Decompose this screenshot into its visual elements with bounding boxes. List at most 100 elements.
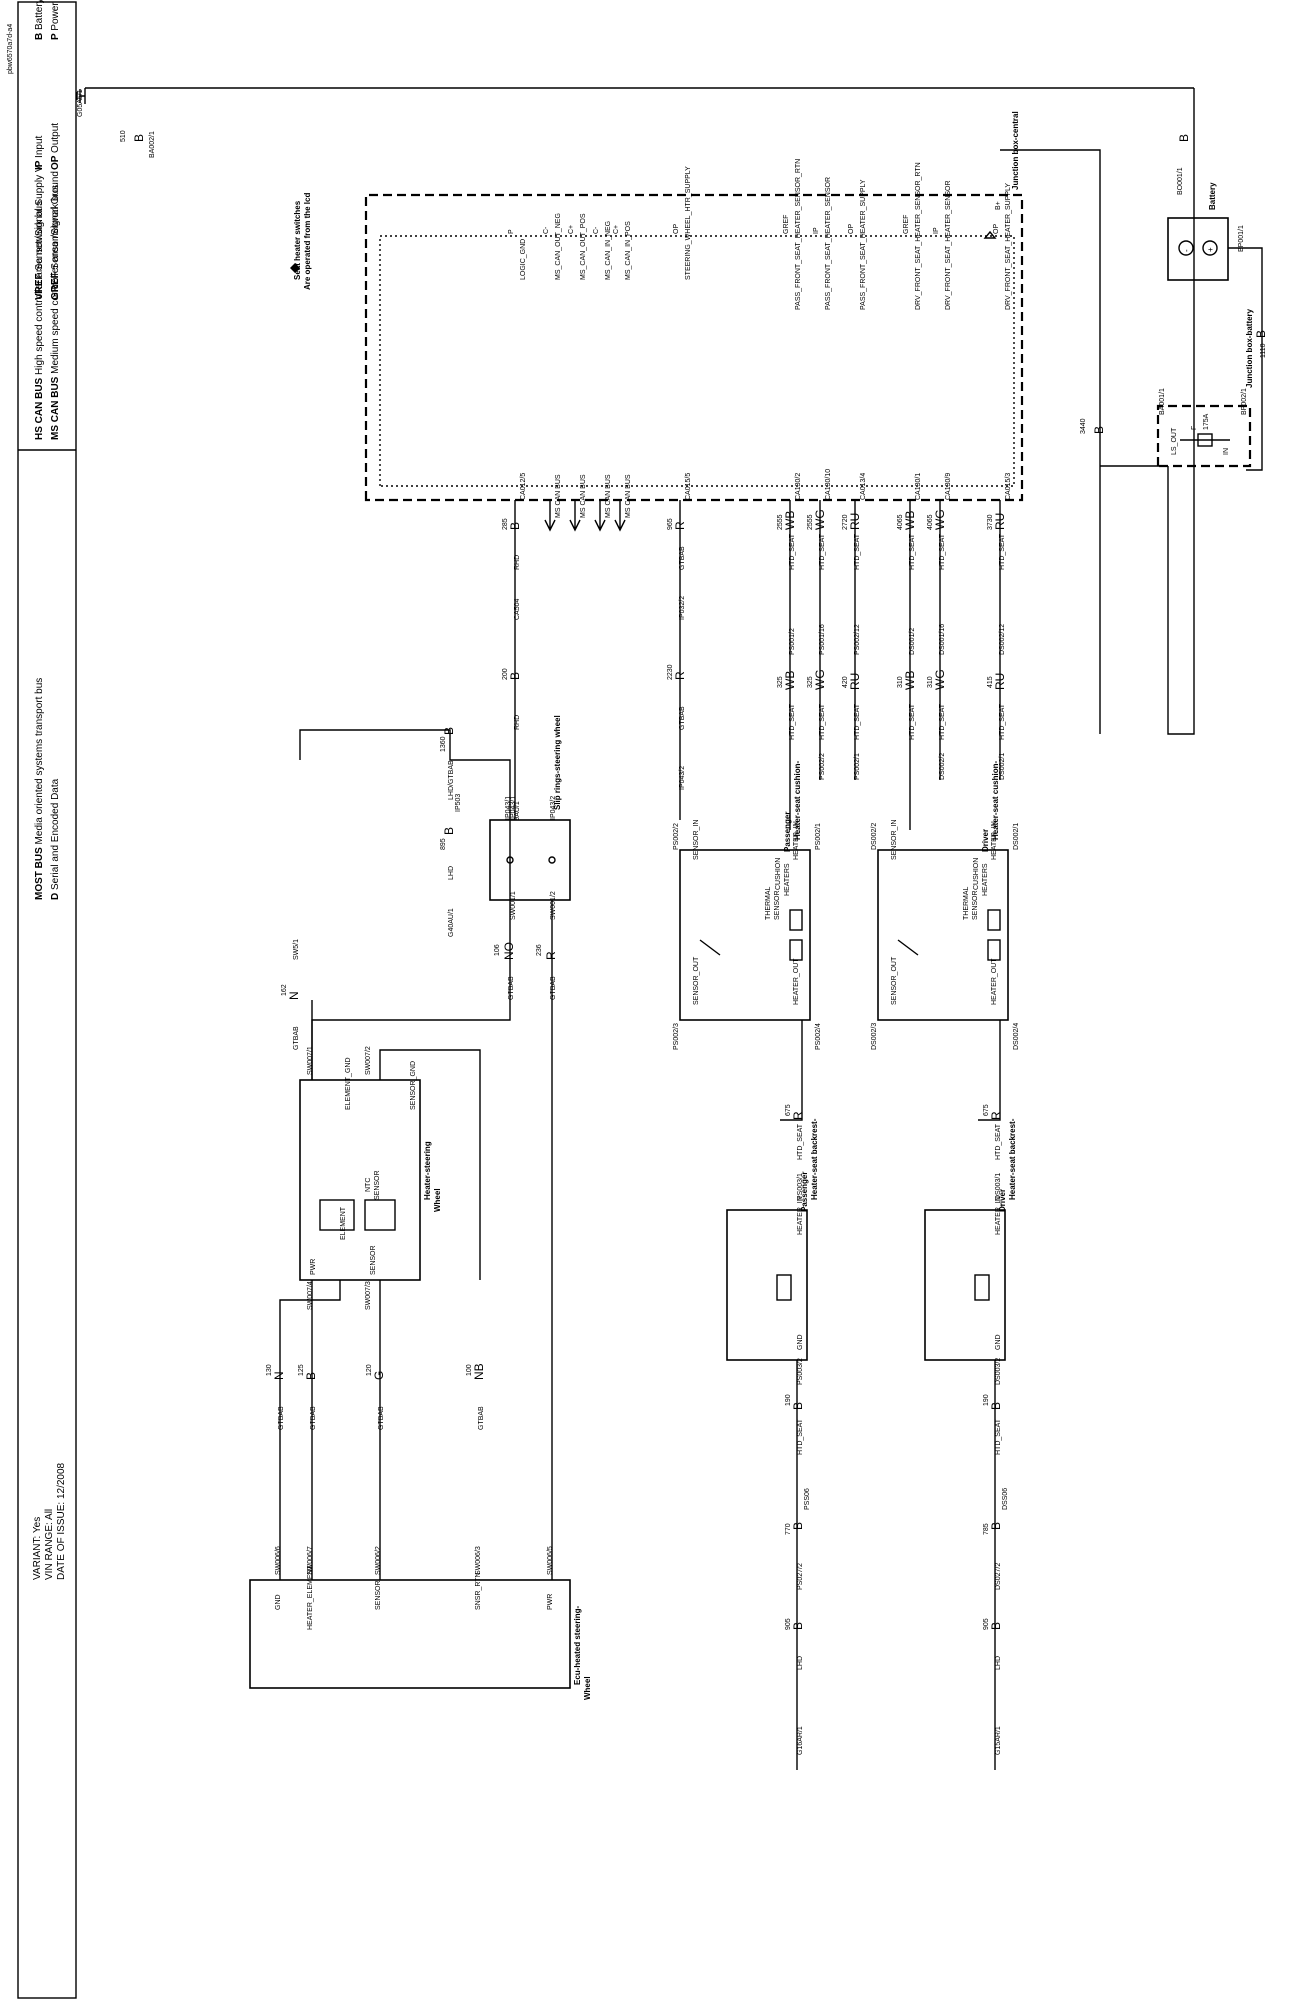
legend-item: HS CAN BUS High speed controller area ne… bbox=[34, 201, 45, 440]
slip-gauge-out2: 106 bbox=[494, 944, 501, 956]
steer-io: C- bbox=[543, 226, 550, 234]
jb-battery-box bbox=[1156, 404, 1252, 468]
row-wire: RU bbox=[848, 513, 862, 530]
lhd-splice: IP503 bbox=[455, 794, 462, 812]
legend-item: B Battery Voltage bbox=[34, 0, 45, 40]
slip-pin-in2: IP043/1 bbox=[510, 796, 517, 820]
row-wire2: RU bbox=[848, 673, 862, 690]
slip-pin-in1: IP043/2 bbox=[550, 796, 557, 820]
row-pin: CA130/2 bbox=[795, 473, 802, 500]
ww-g-harness: GTBAB bbox=[378, 1406, 385, 1430]
legend-item: MOST BUS Media oriented systems transpor… bbox=[34, 678, 45, 900]
row-inline: DS002/12 bbox=[999, 624, 1006, 655]
heater-element-icon bbox=[789, 909, 803, 931]
row-signal: DRV_FRONT_SEAT_HEATER_SUPPLY bbox=[1005, 183, 1012, 310]
cushion-sens-out: SENSOR_OUT bbox=[891, 956, 898, 1005]
ww-b-wire: B bbox=[304, 1372, 318, 1380]
slip-wire-out1: R bbox=[544, 951, 558, 960]
steer-harness: GTBAB bbox=[679, 546, 686, 570]
row-io: IP bbox=[813, 227, 820, 234]
cushion-sensor: THERMAL bbox=[765, 886, 772, 920]
jb-battery-pin-in: BP002/1 bbox=[1241, 388, 1248, 415]
row-wire2: WG bbox=[933, 669, 947, 690]
slip-rings-box bbox=[489, 819, 571, 901]
can-bus-arrow-icon bbox=[594, 500, 606, 532]
legend-frame bbox=[17, 1, 77, 1999]
row-signal: PASS_FRONT_SEAT_HEATER_SUPPLY bbox=[860, 179, 867, 310]
vin-range: VIN RANGE: All bbox=[44, 1509, 55, 1580]
row-harness: HTD_SEAT bbox=[999, 533, 1006, 570]
cushion-pin3: DS002/3 bbox=[871, 1023, 878, 1050]
row-gauge2: 310 bbox=[897, 676, 904, 688]
ww-nb-wire: NB bbox=[472, 1363, 486, 1380]
row-gauge2: 415 bbox=[987, 676, 994, 688]
backrest-gauge2: 785 bbox=[983, 1523, 990, 1535]
steer-ground: G09AU/1 bbox=[514, 801, 521, 830]
cushion-sensor-2: SENSOR bbox=[972, 890, 979, 920]
backrest-wire: B bbox=[791, 1402, 805, 1410]
backrest-gnd: GND bbox=[797, 1334, 804, 1350]
ground-top-connector: BA002/1 bbox=[149, 131, 156, 158]
heater-wheel-pin-sgnd: SW007/2 bbox=[365, 1046, 372, 1075]
row-gauge: 2555 bbox=[807, 514, 814, 530]
steer-signal: STEERING_WHEEL_HTR_SUPPLY bbox=[685, 166, 692, 280]
heater-element-icon bbox=[987, 909, 1001, 931]
ww-n2-harness: GTBAB bbox=[278, 1406, 285, 1430]
backrest-harness: HTD_SEAT bbox=[995, 1418, 1002, 1455]
battery-title: Battery bbox=[1208, 182, 1217, 210]
lhd-gauge2: 895 bbox=[440, 838, 447, 850]
ecu-pin-sens: SW006/2 bbox=[375, 1546, 382, 1575]
cushion-pin3: PS002/3 bbox=[673, 1023, 680, 1050]
backrest-wire3: B bbox=[989, 1622, 1003, 1630]
battery-pin-neg: BO001/1 bbox=[1177, 167, 1184, 195]
row-wire: WB bbox=[783, 511, 797, 530]
steer-io: P bbox=[508, 229, 515, 234]
thermal-sensor-icon bbox=[699, 939, 721, 956]
row-wire: WB bbox=[903, 511, 917, 530]
cushion-sens-in: SENSOR_IN bbox=[693, 820, 700, 860]
ecu-pin-heat: SW006/7 bbox=[307, 1546, 314, 1575]
ground-symbol-icon bbox=[76, 88, 86, 104]
link-harness: HTD_SEAT bbox=[797, 1123, 804, 1160]
main-feed-wire: B bbox=[1092, 426, 1106, 434]
row-inline: PS001/16 bbox=[819, 624, 826, 655]
cushion-box bbox=[679, 849, 811, 1021]
row-pin: CA130/9 bbox=[945, 473, 952, 500]
heater-wheel-sensor-gnd: SENSOR_GND bbox=[410, 1061, 417, 1110]
link-gauge: 675 bbox=[983, 1104, 990, 1116]
row-io: OP bbox=[848, 224, 855, 234]
cushion-sensor: THERMAL bbox=[963, 886, 970, 920]
row-io: GREF bbox=[903, 215, 910, 234]
ground-top-wire: B bbox=[132, 134, 146, 142]
steer-harness: RHD bbox=[514, 555, 521, 570]
backrest-ground: G16AR/1 bbox=[797, 1726, 804, 1755]
ground-top-gauge: 510 bbox=[120, 130, 127, 142]
cushion-pin2: PS002/2 bbox=[673, 823, 680, 850]
steer-gauge: 965 bbox=[667, 518, 674, 530]
steer-bus: MS CAN BUS bbox=[555, 474, 562, 518]
row-wire2: WG bbox=[813, 669, 827, 690]
can-bus-arrow-icon bbox=[614, 500, 626, 532]
cushion-title: Heater-seat cushion- bbox=[793, 761, 802, 840]
backrest-pin-in: DS003/1 bbox=[995, 1173, 1002, 1200]
row-gauge2: 325 bbox=[807, 676, 814, 688]
steer-signal: MS_CAN_OUT_NEG bbox=[555, 213, 562, 280]
slip-ring-1-icon bbox=[548, 856, 556, 864]
doc-id: pbw6570a7d-a4 bbox=[7, 24, 14, 74]
heater-element-icon bbox=[974, 1274, 990, 1301]
row-harness2: HTD_SEAT bbox=[854, 703, 861, 740]
heater-element-icon bbox=[987, 939, 1001, 961]
steer-io: C- bbox=[593, 226, 600, 234]
steer-gauge: 285 bbox=[502, 518, 509, 530]
ntc-sensor-icon bbox=[364, 1199, 396, 1231]
cushion-heaters: CUSHION bbox=[775, 858, 782, 890]
lhd-wire2: B bbox=[442, 827, 456, 835]
lhd-gauge: 1360 bbox=[440, 736, 447, 752]
heater-wheel-pin-pwr: SW007/4 bbox=[307, 1281, 314, 1310]
